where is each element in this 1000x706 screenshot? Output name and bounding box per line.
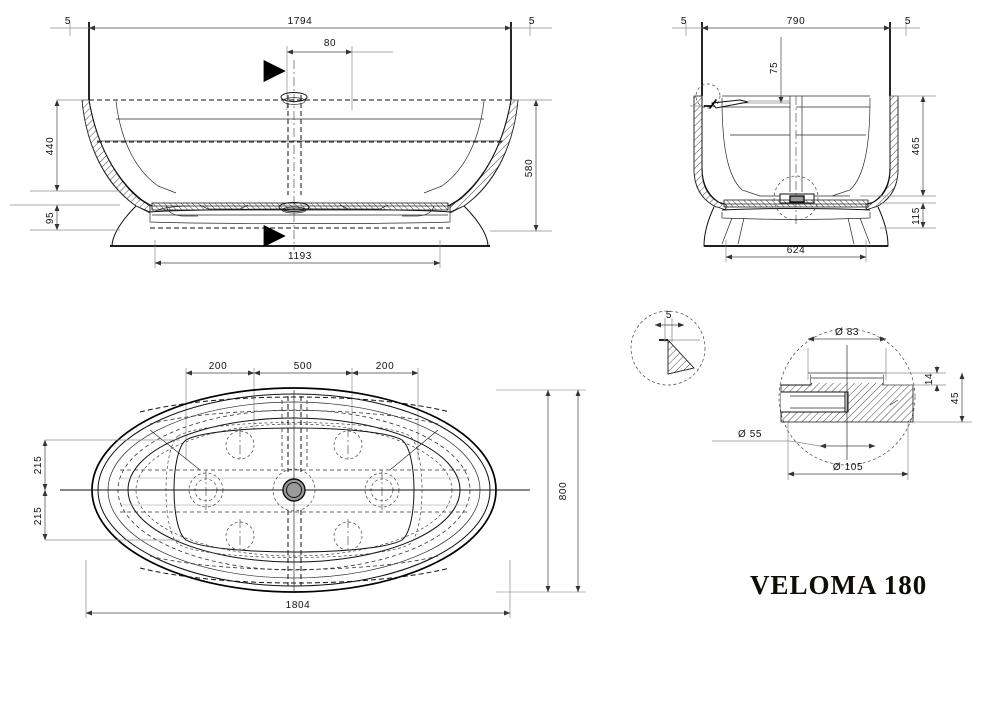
dimension-side-inner-height: 465	[860, 95, 936, 197]
dimension-drain-pipe: Ø 55	[712, 429, 876, 449]
drawing-title: VELOMA 180	[750, 570, 927, 600]
dim-label-wall-left-side: 5	[681, 16, 687, 27]
dim-label-d83: Ø 83	[835, 327, 859, 338]
dim-label-1804: 1804	[286, 600, 311, 611]
dim-label-115: 115	[911, 207, 922, 225]
dim-label-215-upper: 215	[33, 456, 44, 475]
front-tub-body	[81, 99, 519, 214]
dimension-front-base-width: 1193	[154, 240, 441, 268]
dim-label-45: 45	[950, 392, 961, 404]
dim-label-200-left: 200	[209, 361, 228, 372]
dimension-drain-lip: 14	[883, 366, 946, 392]
dimension-front-overall-width: 1794 5 5	[65, 16, 535, 31]
dimension-side-base-width: 624	[725, 240, 867, 262]
dim-label-800: 800	[558, 482, 569, 501]
dimension-plan-segments: 200 500 200	[185, 361, 419, 460]
dimension-drain-bore-top: Ø 83	[807, 327, 887, 380]
dim-label-215-lower: 215	[33, 507, 44, 526]
dim-label-1794: 1794	[288, 16, 313, 27]
dim-label-d105: Ø 105	[833, 462, 863, 473]
dim-label-790: 790	[787, 16, 806, 27]
dim-label-d55: Ø 55	[738, 429, 762, 440]
dimension-plan-half-lower: 215	[33, 489, 180, 541]
dimension-drain-flange: Ø 105	[787, 422, 909, 480]
dim-label-75: 75	[769, 62, 780, 74]
dimension-front-base-height: 95	[10, 204, 120, 231]
dim-label-465: 465	[911, 137, 922, 156]
dim-label-1193: 1193	[288, 251, 312, 262]
dimension-side-overflow-drop: 75	[740, 37, 790, 104]
dim-label-580: 580	[524, 159, 535, 178]
rim-detail-view: 5	[630, 310, 706, 386]
side-elevation-view: 790 5 5 75	[672, 16, 936, 262]
dimension-front-overall-height: 580	[490, 99, 552, 232]
dim-label-200-right: 200	[376, 361, 395, 372]
dim-label-95: 95	[45, 212, 56, 224]
plan-view: 200 500 200	[33, 361, 586, 618]
dim-label-500: 500	[294, 361, 313, 372]
plan-drain	[272, 468, 316, 512]
dim-label-wall-right-side: 5	[905, 16, 911, 27]
dim-label-80: 80	[324, 38, 336, 49]
side-tub-body	[690, 83, 899, 225]
side-construction-lines	[672, 22, 920, 96]
front-elevation-view: 1794 5 5 80	[10, 16, 552, 268]
dim-label-rim-5: 5	[666, 310, 672, 321]
dimension-drain-height: 45	[913, 372, 972, 423]
side-tub-base	[703, 175, 889, 247]
dim-label-14: 14	[924, 373, 935, 385]
dimension-plan-half-upper: 215	[33, 439, 180, 491]
dim-label-440: 440	[45, 137, 56, 156]
drain-detail-view: Ø 83 Ø 105 Ø 55 14 45	[712, 327, 972, 480]
front-tub-base	[110, 92, 490, 247]
dimension-plan-overall-depth: 800	[496, 389, 586, 593]
dimension-side-overall-width: 790 5 5	[681, 16, 911, 31]
dim-label-624: 624	[787, 245, 806, 256]
front-construction-lines	[50, 22, 552, 100]
dim-label-wall-right-front: 5	[529, 16, 535, 27]
dimension-side-foot-height: 115	[880, 202, 936, 229]
dim-label-wall-left-front: 5	[65, 16, 71, 27]
dimension-plan-overall-length: 1804	[85, 560, 511, 618]
dimension-front-overflow-offset: 80	[286, 38, 393, 110]
dimension-front-inner-depth: 440	[30, 99, 120, 192]
